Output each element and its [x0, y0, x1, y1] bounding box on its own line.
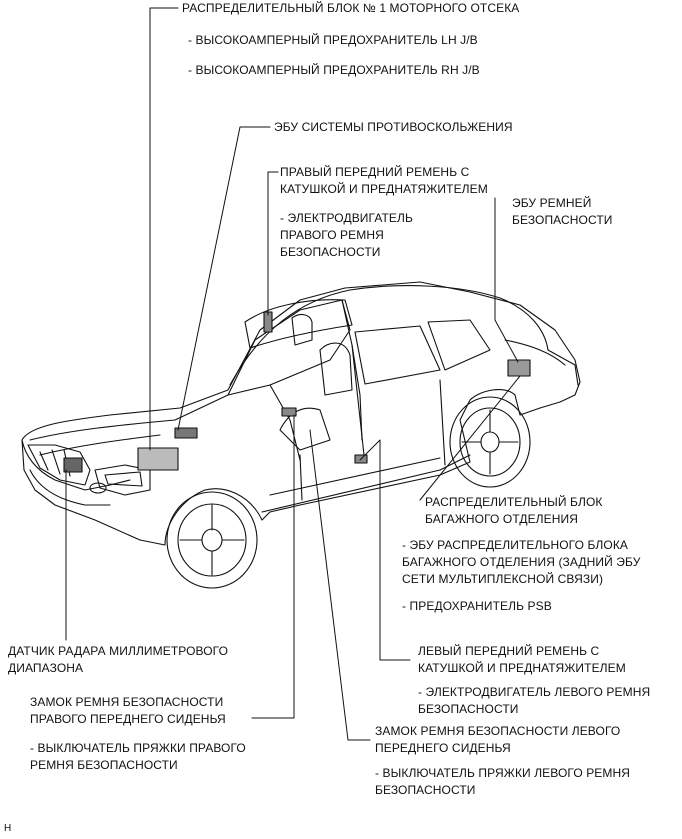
label-fuse-lh-jb: - ВЫСОКОАМПЕРНЫЙ ПРЕДОХРАНИТЕЛЬ LH J/B [188, 33, 478, 47]
rear-wheel [449, 396, 531, 488]
label-rh-buckle-switch: - ВЫКЛЮЧАТЕЛЬ ПРЯЖКИ ПРАВОГО РЕМНЯ БЕЗОП… [30, 741, 246, 772]
label-rh-buckle: ЗАМОК РЕМНЯ БЕЗОПАСНОСТИ ПРАВОГО ПЕРЕДНЕ… [30, 695, 226, 726]
label-lh-buckle-switch: - ВЫКЛЮЧАТЕЛЬ ПРЯЖКИ ЛЕВОГО РЕМНЯ БЕЗОПА… [375, 766, 631, 797]
label-junction-block-1: РАСПРЕДЕЛИТЕЛЬНЫЙ БЛОК № 1 МОТОРНОГО ОТС… [182, 1, 520, 15]
label-lh-buckle: ЗАМОК РЕМНЯ БЕЗОПАСНОСТИ ЛЕВОГО ПЕРЕДНЕГ… [375, 724, 621, 755]
label-radar-sensor: ДАТЧИК РАДАРА МИЛЛИМЕТРОВОГО ДИАПАЗОНА [8, 644, 229, 675]
label-rh-belt-motor: - ЭЛЕКТРОДВИГАТЕЛЬ ПРАВОГО РЕМНЯ БЕЗОПАС… [280, 211, 413, 259]
label-psb-fuse: - ПРЕДОХРАНИТЕЛЬ PSB [402, 599, 552, 613]
luggage-ecu-marker [507, 359, 531, 377]
engine-block-marker [137, 447, 179, 471]
label-lh-front-belt: ЛЕВЫЙ ПЕРЕДНИЙ РЕМЕНЬ С КАТУШКОЙ И ПРЕДН… [418, 644, 626, 675]
label-lh-belt-motor: - ЭЛЕКТРОДВИГАТЕЛЬ ЛЕВОГО РЕМНЯ БЕЗОПАСН… [418, 685, 651, 716]
car-body-outline [21, 281, 581, 546]
junction-block-marker [174, 427, 198, 439]
component-markers [63, 311, 531, 473]
label-fuse-rh-jb: - ВЫСОКОАМПЕРНЫЙ ПРЕДОХРАНИТЕЛЬ RH J/B [188, 63, 480, 77]
corner-mark: H [4, 823, 12, 834]
label-seat-belt-ecu: ЭБУ РЕМНЕЙ БЕЗОПАСНОСТИ [512, 196, 613, 227]
label-luggage-jb-ecu: - ЭБУ РАСПРЕДЕЛИТЕЛЬНОГО БЛОКА БАГАЖНОГО… [402, 538, 641, 586]
rh-buckle-marker [281, 407, 297, 417]
label-pre-crash-ecu: ЭБУ СИСТЕМЫ ПРОТИВОСКОЛЬЖЕНИЯ [274, 120, 513, 134]
leader-lines [65, 7, 521, 741]
radar-sensor-marker [63, 457, 83, 473]
label-luggage-junction-block: РАСПРЕДЕЛИТЕЛЬНЫЙ БЛОК БАГАЖНОГО ОТДЕЛЕН… [425, 495, 603, 526]
label-rh-front-belt: ПРАВЫЙ ПЕРЕДНИЙ РЕМЕНЬ С КАТУШКОЙ И ПРЕД… [280, 165, 488, 196]
front-wheel [166, 491, 258, 589]
